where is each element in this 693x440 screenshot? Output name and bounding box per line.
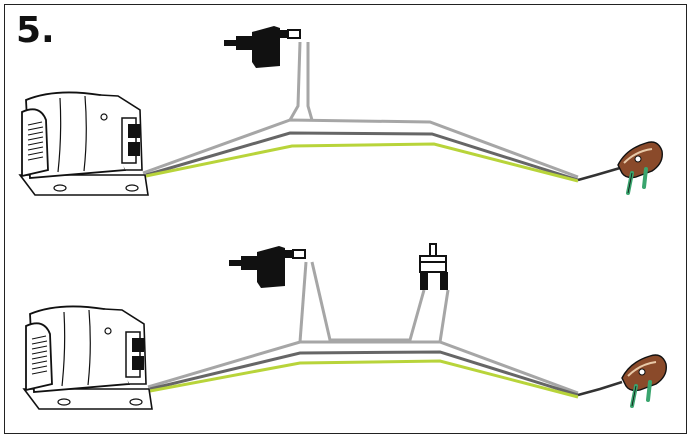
inline-connector bbox=[419, 243, 448, 290]
blower-motor bbox=[23, 305, 153, 410]
blower-motor bbox=[19, 91, 149, 196]
wiring-adapter-and-connector bbox=[23, 243, 669, 410]
mains-plug bbox=[620, 353, 669, 408]
wiring-single-plug-adapter bbox=[19, 25, 665, 196]
power-adapter bbox=[228, 245, 306, 289]
power-adapter bbox=[223, 25, 301, 69]
mains-plug bbox=[616, 140, 665, 195]
step-number: 5. bbox=[16, 10, 55, 51]
